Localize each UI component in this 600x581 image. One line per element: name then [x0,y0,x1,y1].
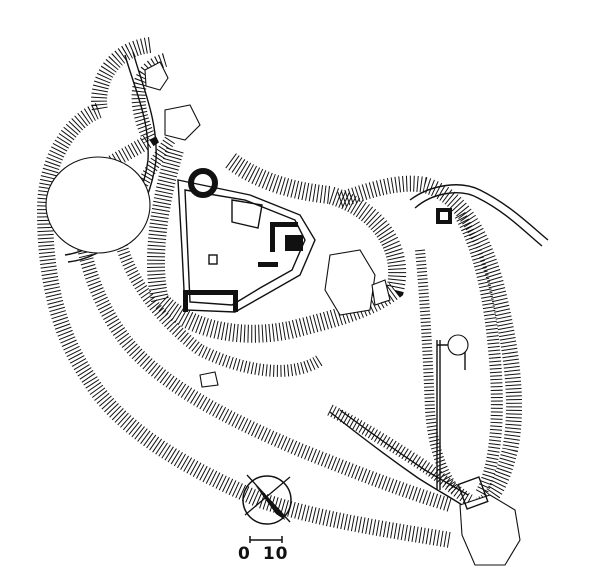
scale-start-label: 0 [238,544,251,564]
scale-labels: 0 10 [238,544,301,564]
rock-outcrops [45,61,521,566]
castle-keep [177,168,489,510]
scale-end-label: 10 [262,544,289,564]
scale-bar [249,536,283,543]
hachured-slopes [36,37,523,548]
north-arrow-icon [242,474,292,525]
